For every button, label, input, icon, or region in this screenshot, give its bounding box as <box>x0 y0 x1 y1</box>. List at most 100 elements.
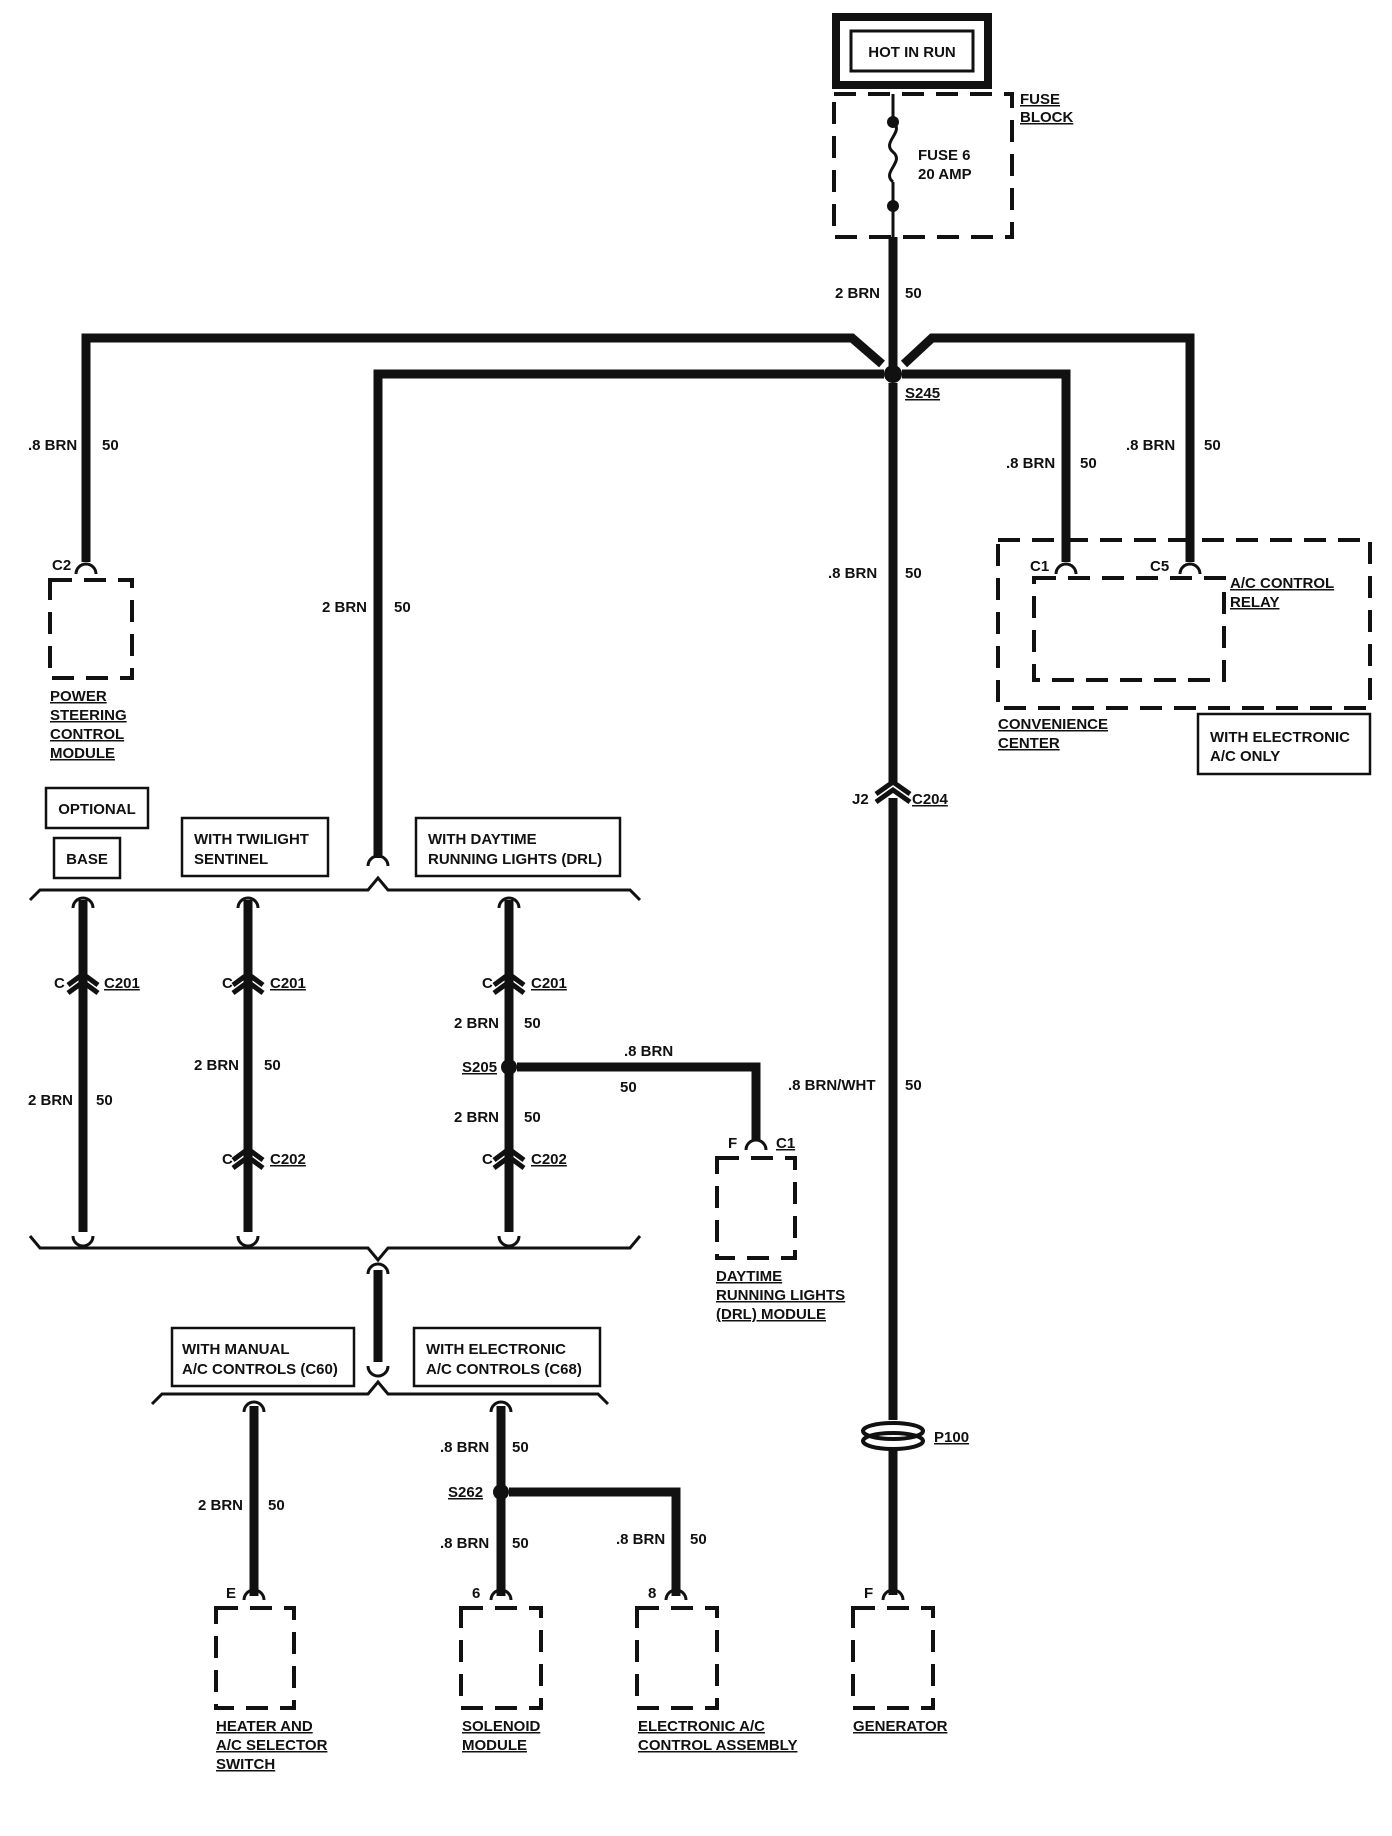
svg-text:50: 50 <box>394 599 411 616</box>
svg-text:C: C <box>54 975 65 992</box>
option-bracket-top <box>28 875 642 902</box>
drl-module: F C1 DAYTIME RUNNING LIGHTS (DRL) MODULE <box>715 1135 845 1323</box>
drl-branch-wire: C C201 2 BRN 50 S205 2 BRN 50 C C202 <box>454 896 567 1248</box>
svg-text:.8 BRN: .8 BRN <box>828 565 877 582</box>
svg-text:F: F <box>728 1135 737 1152</box>
svg-text:.8 BRN: .8 BRN <box>1006 455 1055 472</box>
svg-text:C: C <box>222 975 233 992</box>
svg-text:A/C SELECTOR: A/C SELECTOR <box>216 1737 328 1754</box>
option-bracket-bottom <box>28 1235 642 1263</box>
svg-text:C201: C201 <box>104 975 140 992</box>
pscm-branch-wire: .8 BRN 50 <box>28 333 885 562</box>
svg-text:CONVENIENCE: CONVENIENCE <box>998 716 1108 733</box>
svg-text:(DRL) MODULE: (DRL) MODULE <box>716 1306 826 1323</box>
svg-text:C: C <box>482 975 493 992</box>
svg-text:J2: J2 <box>852 791 869 808</box>
svg-text:MODULE: MODULE <box>50 745 115 762</box>
svg-text:50: 50 <box>524 1109 541 1126</box>
svg-text:A/C CONTROL: A/C CONTROL <box>1230 575 1334 592</box>
svg-text:.8 BRN: .8 BRN <box>1126 437 1175 454</box>
svg-text:C: C <box>482 1151 493 1168</box>
svg-text:S245: S245 <box>905 385 940 402</box>
ac-feed-wire <box>366 1262 390 1378</box>
svg-text:RUNNING LIGHTS (DRL): RUNNING LIGHTS (DRL) <box>428 851 602 868</box>
generator-wire: .8 BRN/WHT 50 <box>788 798 922 1420</box>
svg-text:A/C CONTROLS (C68): A/C CONTROLS (C68) <box>426 1361 582 1378</box>
svg-text:E: E <box>226 1585 236 1602</box>
svg-text:.8 BRN: .8 BRN <box>440 1439 489 1456</box>
svg-text:WITH TWILIGHT: WITH TWILIGHT <box>194 831 309 848</box>
svg-text:FUSE: FUSE <box>1020 91 1060 108</box>
drl-tap-wire: .8 BRN 50 <box>517 1043 761 1140</box>
connector-c204: J2 C204 <box>852 778 949 808</box>
splice-s262 <box>493 1484 509 1500</box>
heater-ac-selector-switch: E HEATER AND A/C SELECTOR SWITCH <box>214 1585 328 1773</box>
svg-text:.8 BRN: .8 BRN <box>440 1535 489 1552</box>
svg-text:HEATER AND: HEATER AND <box>216 1718 313 1735</box>
svg-text:50: 50 <box>512 1439 529 1456</box>
svg-text:.8 BRN: .8 BRN <box>28 437 77 454</box>
svg-text:CONTROL: CONTROL <box>50 726 124 743</box>
svg-text:A/C CONTROLS (C60): A/C CONTROLS (C60) <box>182 1361 338 1378</box>
svg-text:C204: C204 <box>912 791 949 808</box>
svg-text:C202: C202 <box>531 1151 567 1168</box>
svg-text:C201: C201 <box>270 975 306 992</box>
svg-text:6: 6 <box>472 1585 480 1602</box>
twilight-branch-wire: C C201 2 BRN 50 C C202 <box>194 896 306 1248</box>
svg-text:WITH ELECTRONIC: WITH ELECTRONIC <box>426 1341 566 1358</box>
svg-text:50: 50 <box>905 565 922 582</box>
convenience-center: C1 C5 A/C CONTROL RELAY CONVENIENCE CENT… <box>996 538 1372 776</box>
svg-text:GENERATOR: GENERATOR <box>853 1718 948 1735</box>
svg-text:SOLENOID: SOLENOID <box>462 1718 541 1735</box>
svg-text:2 BRN: 2 BRN <box>194 1057 239 1074</box>
svg-text:2 BRN: 2 BRN <box>454 1109 499 1126</box>
svg-text:RUNNING LIGHTS: RUNNING LIGHTS <box>716 1287 845 1304</box>
svg-text:2 BRN: 2 BRN <box>454 1015 499 1032</box>
svg-text:POWER: POWER <box>50 688 107 705</box>
fuse-name: FUSE 6 <box>918 147 971 164</box>
svg-text:MODULE: MODULE <box>462 1737 527 1754</box>
svg-text:50: 50 <box>620 1079 637 1096</box>
svg-text:50: 50 <box>524 1015 541 1032</box>
svg-text:50: 50 <box>512 1535 529 1552</box>
splice-s205 <box>501 1059 517 1075</box>
svg-text:C: C <box>222 1151 233 1168</box>
svg-text:CONTROL ASSEMBLY: CONTROL ASSEMBLY <box>638 1737 797 1754</box>
svg-text:50: 50 <box>264 1057 281 1074</box>
svg-text:SWITCH: SWITCH <box>216 1756 275 1773</box>
relay-c1-wire: .8 BRN 50 <box>902 369 1097 562</box>
svg-text:SENTINEL: SENTINEL <box>194 851 268 868</box>
svg-text:2 BRN: 2 BRN <box>835 285 880 302</box>
svg-text:50: 50 <box>1204 437 1221 454</box>
power-steering-control-module: C2 POWER STEERING CONTROL MODULE <box>48 557 134 762</box>
svg-text:50: 50 <box>905 1077 922 1094</box>
svg-text:WITH MANUAL: WITH MANUAL <box>182 1341 289 1358</box>
base-branch-wire: C C201 2 BRN 50 <box>28 896 140 1248</box>
main-feed-wire: 2 BRN 50 <box>835 237 922 374</box>
svg-text:50: 50 <box>96 1092 113 1109</box>
hot-in-run-label: HOT IN RUN <box>868 44 956 61</box>
fuse-icon <box>888 120 898 184</box>
svg-text:F: F <box>864 1585 873 1602</box>
svg-text:2 BRN: 2 BRN <box>322 599 367 616</box>
svg-text:50: 50 <box>690 1531 707 1548</box>
option-labels: OPTIONAL BASE WITH TWILIGHT SENTINEL WIT… <box>44 786 622 880</box>
svg-text:OPTIONAL: OPTIONAL <box>58 801 136 818</box>
svg-text:2 BRN: 2 BRN <box>28 1092 73 1109</box>
svg-text:DAYTIME: DAYTIME <box>716 1268 782 1285</box>
solenoid-module: 6 SOLENOID MODULE <box>459 1585 543 1754</box>
svg-text:S262: S262 <box>448 1484 483 1501</box>
svg-text:C201: C201 <box>531 975 567 992</box>
svg-text:S205: S205 <box>462 1059 497 1076</box>
svg-text:2 BRN: 2 BRN <box>198 1497 243 1514</box>
fuse-rating: 20 AMP <box>918 166 972 183</box>
svg-text:C2: C2 <box>52 557 71 574</box>
svg-text:C1: C1 <box>1030 558 1049 575</box>
svg-text:CENTER: CENTER <box>998 735 1060 752</box>
svg-text:50: 50 <box>102 437 119 454</box>
svg-text:BLOCK: BLOCK <box>1020 109 1073 126</box>
connector-p100: P100 <box>861 1421 969 1451</box>
fuse-block: FUSE BLOCK FUSE 6 20 AMP <box>832 91 1073 239</box>
svg-text:50: 50 <box>905 285 922 302</box>
svg-text:C202: C202 <box>270 1151 306 1168</box>
